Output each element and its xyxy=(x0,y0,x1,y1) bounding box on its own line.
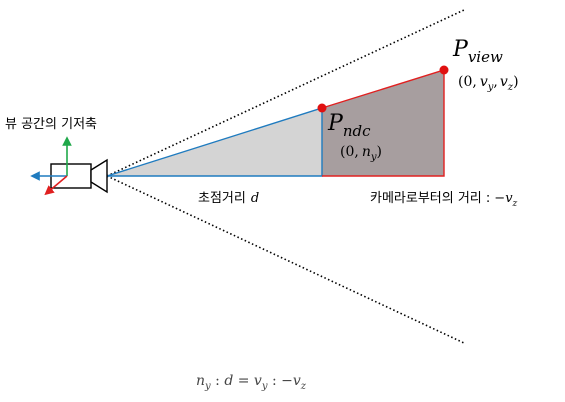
proportion-equation: ny : d = vy : −vz xyxy=(196,373,307,392)
p-ndc-label: Pndc xyxy=(327,111,371,140)
p-ndc-coord: (0,ny) xyxy=(340,144,382,163)
frustum-upper-line xyxy=(106,9,465,177)
p-ndc-point xyxy=(317,103,327,113)
distance-label: 카메라로부터의 거리 :−vz xyxy=(370,191,518,209)
p-view-label: Pview xyxy=(452,37,503,66)
view-axes-label: 뷰 공간의 기저축 xyxy=(5,117,97,132)
p-view-point xyxy=(439,65,449,75)
ndc-triangle-edge xyxy=(106,107,323,177)
view-trapezoid xyxy=(322,70,444,176)
p-view-coord: (0,vy,vz) xyxy=(458,74,519,93)
frustum-lower-line xyxy=(106,175,465,344)
view-trapezoid-edge xyxy=(321,69,445,177)
basis-axes-icon xyxy=(30,136,72,196)
